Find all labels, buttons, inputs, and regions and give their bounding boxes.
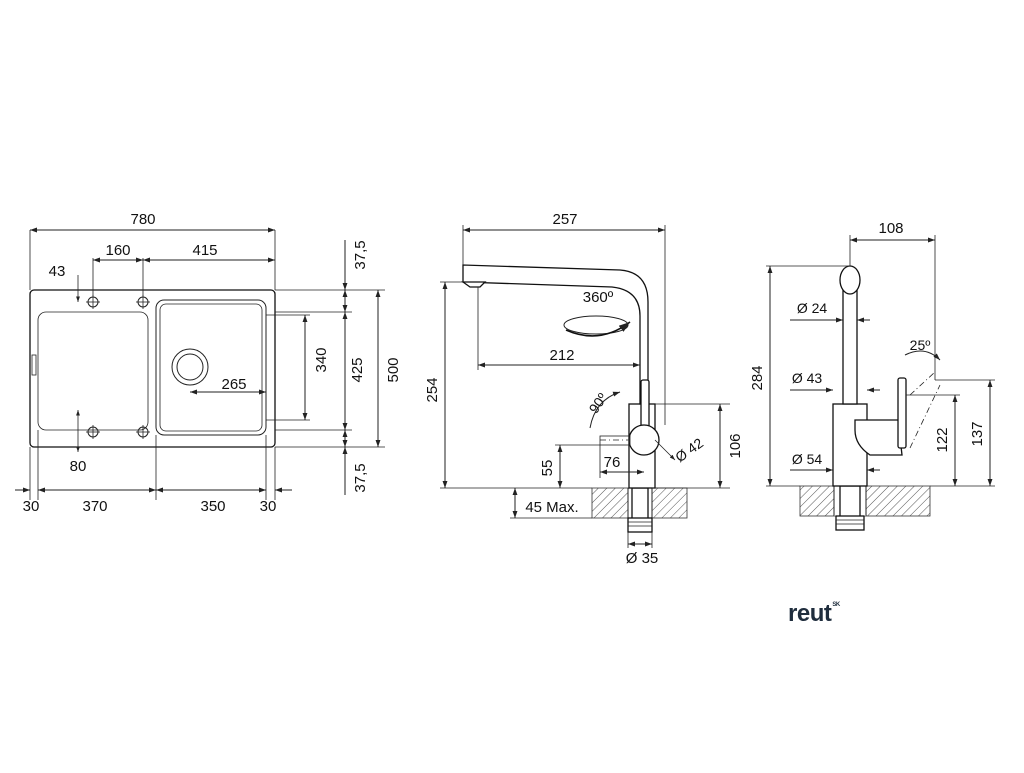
logo-text: reut — [788, 600, 832, 627]
rotation-360: 360º — [583, 289, 614, 306]
dim-160: 160 — [105, 242, 130, 259]
dim-d24: Ø 24 — [797, 300, 828, 316]
dim-425: 425 — [349, 357, 366, 382]
tap-spout — [462, 264, 649, 405]
dim-122: 122 — [934, 427, 951, 452]
dim-265: 265 — [221, 376, 246, 393]
lever-angle-90: 90º — [585, 390, 610, 416]
overflow-slot — [31, 354, 37, 376]
dim-37-5-top: 37,5 — [352, 240, 369, 269]
front-cartridge — [854, 419, 903, 456]
dim-257: 257 — [552, 211, 577, 228]
dim-340: 340 — [313, 347, 330, 372]
dim-37-5-bottom: 37,5 — [352, 463, 369, 492]
dim-d42: Ø 42 — [672, 435, 706, 466]
dim-212: 212 — [549, 347, 574, 364]
tap-shank-nut — [627, 517, 653, 533]
dim-76: 76 — [604, 454, 621, 471]
front-spout — [842, 279, 858, 405]
dim-d54: Ø 54 — [792, 451, 823, 467]
dim-43: 43 — [49, 263, 66, 280]
tap-front-view: 108 Ø 24 25º 284 Ø 43 122 137 Ø 54 — [749, 220, 995, 531]
tap-holes — [86, 295, 150, 439]
dim-80: 80 — [70, 458, 87, 475]
sink-outline — [29, 289, 276, 448]
reut-logo: reutSK — [788, 600, 840, 628]
tap-lever — [640, 379, 650, 431]
dim-30-right: 30 — [260, 498, 277, 515]
drain-outer — [171, 348, 209, 386]
drain-inner — [176, 353, 204, 381]
dim-500: 500 — [385, 357, 402, 382]
dim-55: 55 — [539, 460, 556, 477]
sink-bowl-inner — [159, 303, 263, 432]
tap-cartridge — [628, 424, 660, 456]
tap-side-view: 257 360º 212 254 90º Ø 42 106 55 76 — [424, 211, 744, 567]
dim-350: 350 — [200, 498, 225, 515]
front-spout-top — [839, 265, 861, 295]
dim-137: 137 — [969, 421, 986, 446]
dim-30-left: 30 — [23, 498, 40, 515]
dim-370: 370 — [82, 498, 107, 515]
dim-106: 106 — [727, 433, 744, 458]
dim-d35: Ø 35 — [626, 550, 659, 567]
dim-415: 415 — [192, 242, 217, 259]
logo-suffix: SK — [832, 602, 840, 608]
dim-108: 108 — [878, 220, 903, 237]
lever-angle-25: 25º — [910, 337, 931, 353]
front-lever — [897, 377, 907, 449]
sink-bowl — [155, 299, 267, 436]
dim-d43: Ø 43 — [792, 370, 823, 386]
sink-plan-view: 780 160 415 43 80 37,5 425 500 37,5 — [15, 211, 402, 515]
dim-284: 284 — [749, 365, 766, 390]
dim-45-max: 45 Max. — [525, 499, 578, 516]
dim-780: 780 — [130, 211, 155, 228]
dim-254: 254 — [424, 377, 441, 402]
